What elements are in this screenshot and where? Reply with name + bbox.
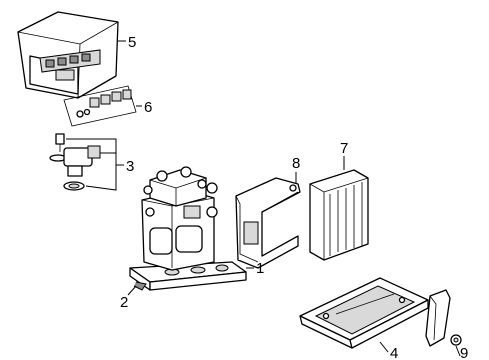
callout-9: 9 [460,345,468,360]
callout-6: 6 [144,99,152,116]
part-9-small-bracket [425,289,462,357]
part-3-pressure-sensor [49,133,124,191]
callout-3: 3 [126,158,134,175]
part-2-mounting-bracket [127,281,147,296]
callout-7: 7 [340,140,348,157]
callout-8: 8 [292,155,300,172]
part-4-tray [299,277,429,353]
part-5-control-module [17,11,126,99]
callout-2: 2 [120,294,128,311]
part-7-module [309,156,369,261]
part-1-hydraulic-unit [129,166,254,291]
callout-1: 1 [256,260,264,277]
callout-4: 4 [390,345,398,360]
part-8-bracket [235,172,301,269]
part-6-connector-kit [63,85,142,127]
callout-5: 5 [128,34,136,51]
